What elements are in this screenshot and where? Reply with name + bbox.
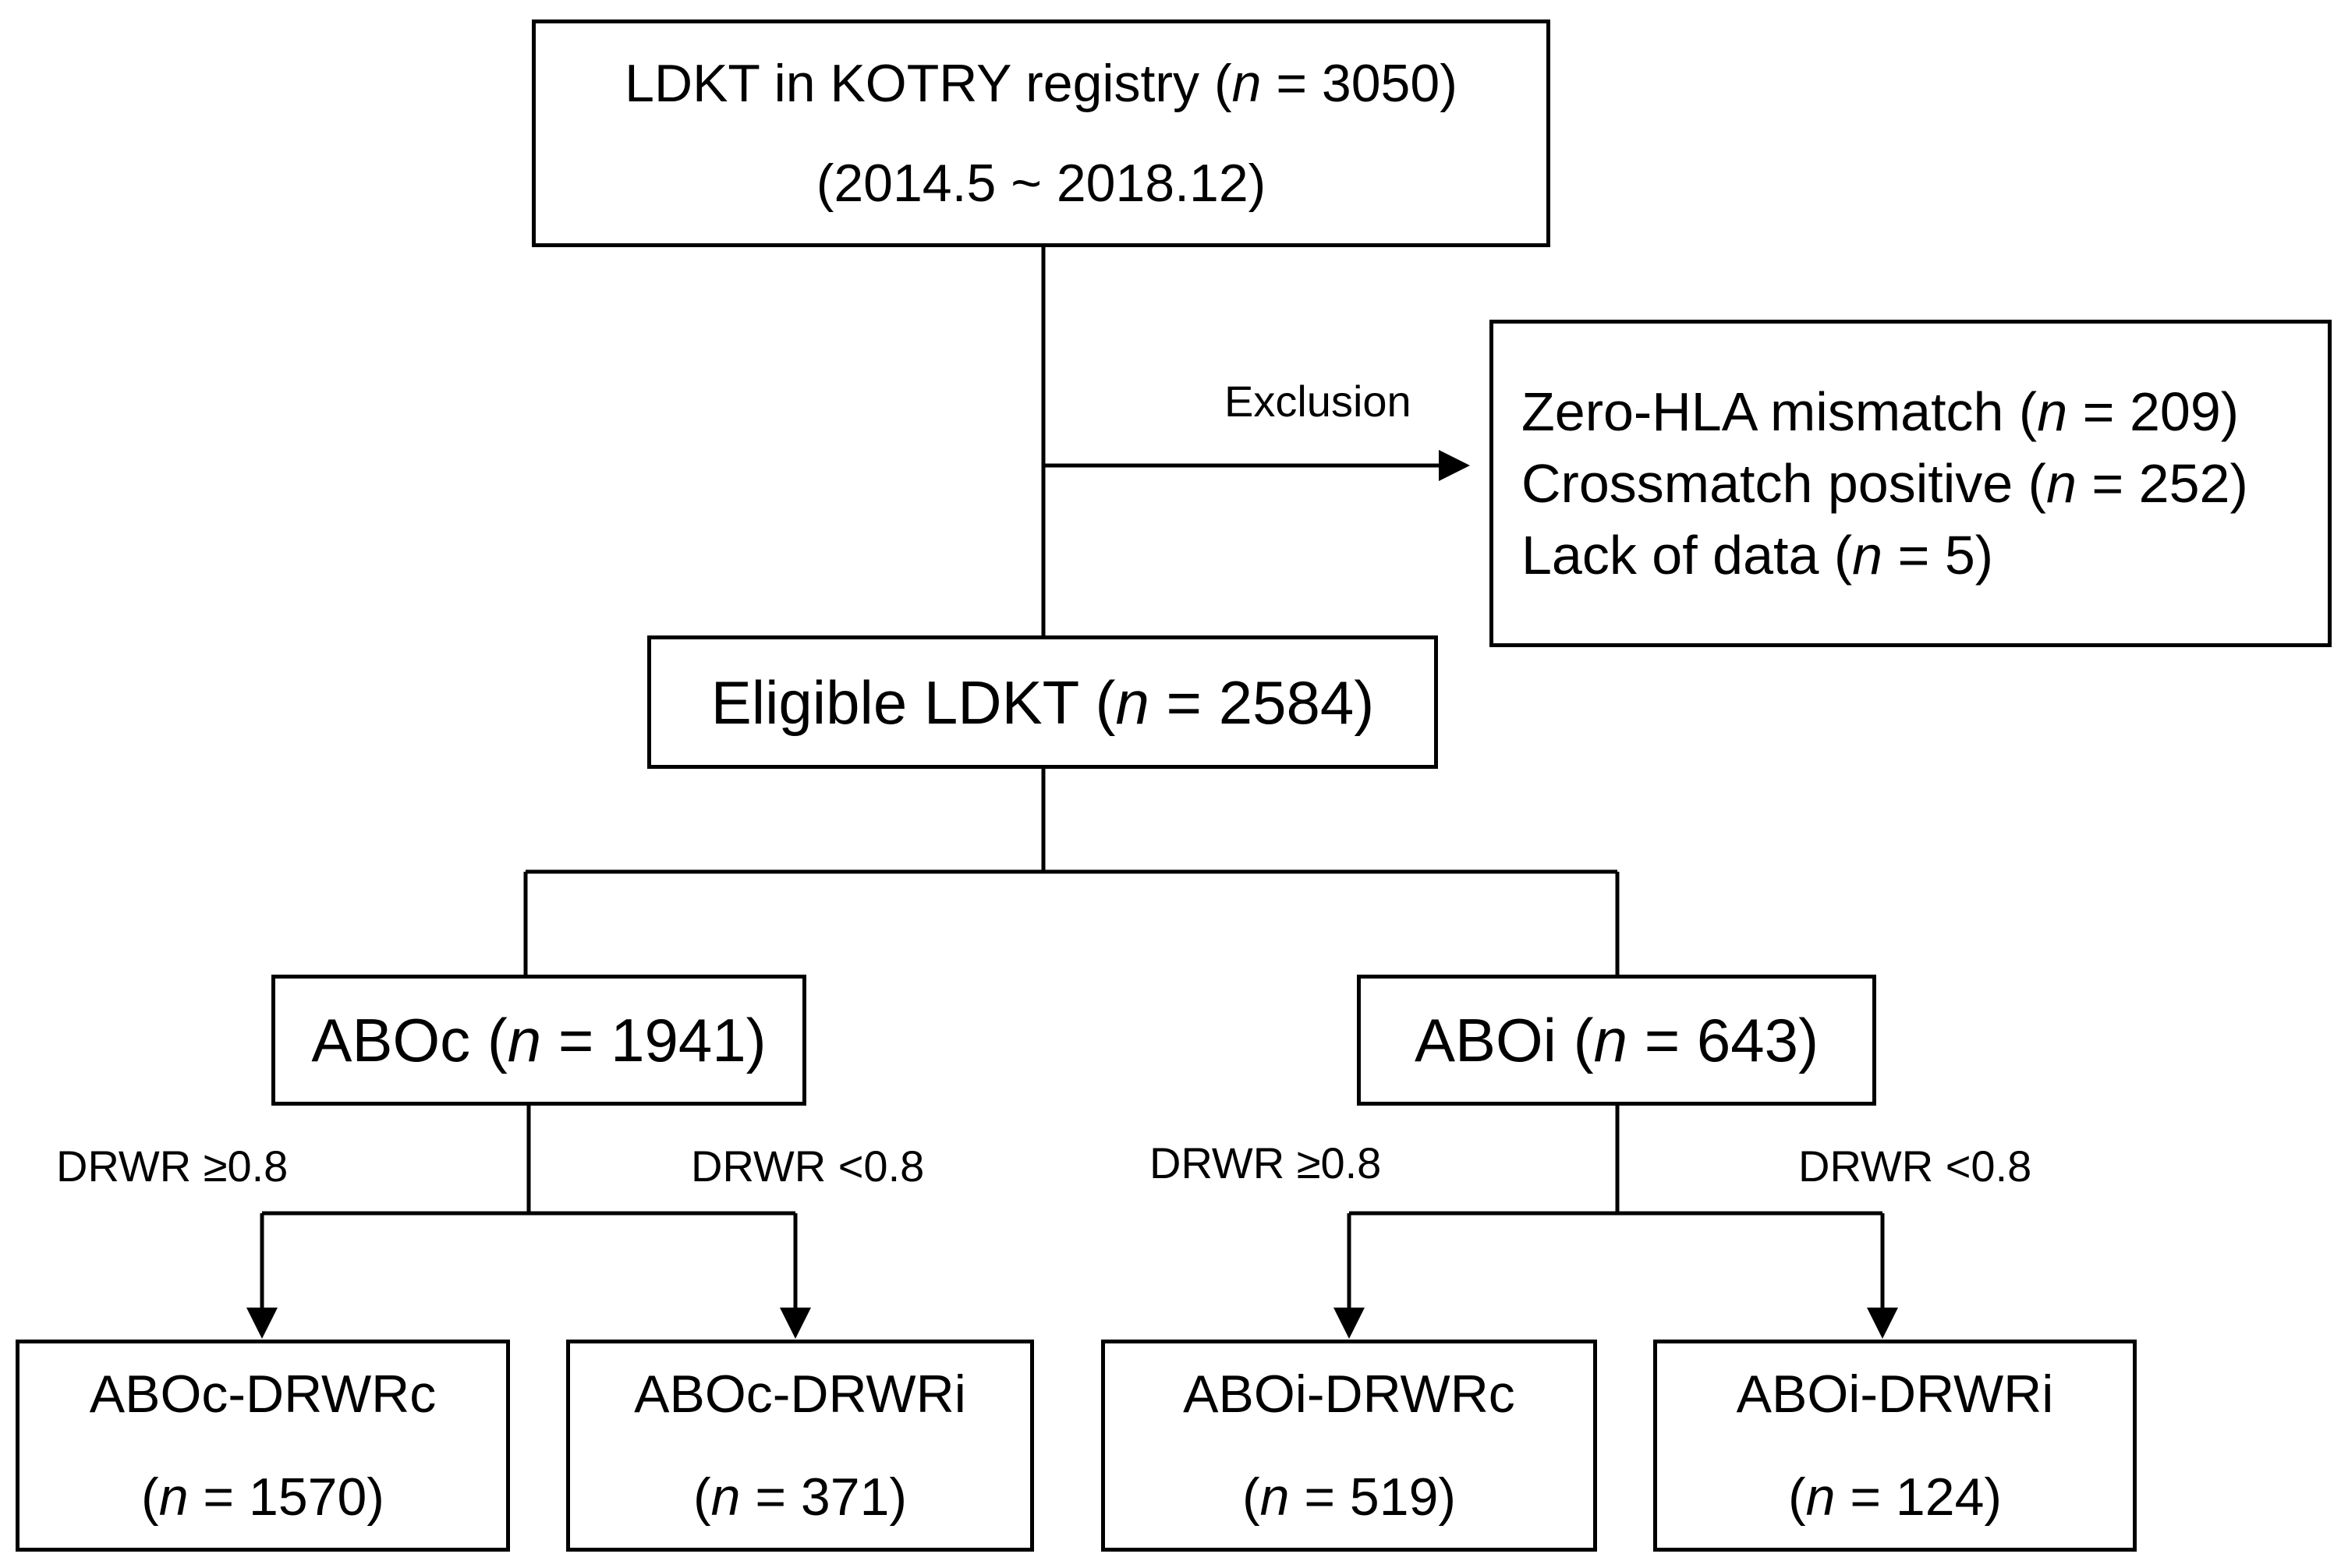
leaf-box-aboc-drwri: ABOc-DRWRi (n = 371) <box>566 1340 1034 1552</box>
source-box: LDKT in KOTRY registry (n = 3050) (2014.… <box>532 19 1550 247</box>
branch-label-aboc-lt: DRWR <0.8 <box>691 1141 925 1191</box>
leaf-name: ABOc-DRWRi <box>634 1364 966 1424</box>
leaf-box-aboi-drwrc: ABOi-DRWRc (n = 519) <box>1101 1340 1597 1552</box>
leaf-box-aboi-drwri: ABOi-DRWRi (n = 124) <box>1653 1340 2137 1552</box>
aboi-box: ABOi (n = 643) <box>1357 975 1876 1106</box>
exclusion-box: Zero-HLA mismatch (n = 209) Crossmatch p… <box>1489 320 2332 647</box>
leaf-box-aboc-drwrc: ABOc-DRWRc (n = 1570) <box>16 1340 510 1552</box>
leaf-count: (n = 519) <box>1241 1467 1457 1527</box>
exclusion-item: Zero-HLA mismatch (n = 209) <box>1521 381 2240 442</box>
leaf-count: (n = 1570) <box>141 1467 384 1527</box>
aboc-box: ABOc (n = 1941) <box>271 975 806 1106</box>
aboc-label: ABOc (n = 1941) <box>311 1006 767 1074</box>
aboi-label: ABOi (n = 643) <box>1414 1006 1819 1074</box>
branch-label-aboi-lt: DRWR <0.8 <box>1798 1141 2032 1191</box>
eligible-label: Eligible LDKT (n = 2584) <box>710 667 1375 737</box>
leaf-name: ABOc-DRWRc <box>89 1364 437 1424</box>
exclusion-item: Crossmatch positive (n = 252) <box>1521 453 2248 514</box>
source-date-range: (2014.5 ~ 2018.12) <box>816 154 1266 213</box>
leaf-name: ABOi-DRWRi <box>1736 1364 2054 1424</box>
branch-label-aboi-ge: DRWR ≥0.8 <box>1149 1138 1382 1188</box>
branch-label-aboc-ge: DRWR ≥0.8 <box>56 1141 289 1191</box>
leaf-name: ABOi-DRWRc <box>1183 1364 1515 1424</box>
exclusion-label: Exclusion <box>1224 377 1411 426</box>
leaf-count: (n = 371) <box>692 1467 908 1527</box>
leaf-count: (n = 124) <box>1787 1467 2003 1527</box>
source-title: LDKT in KOTRY registry (n = 3050) <box>625 54 1457 113</box>
eligible-box: Eligible LDKT (n = 2584) <box>647 635 1438 769</box>
exclusion-item: Lack of data (n = 5) <box>1521 525 1994 586</box>
